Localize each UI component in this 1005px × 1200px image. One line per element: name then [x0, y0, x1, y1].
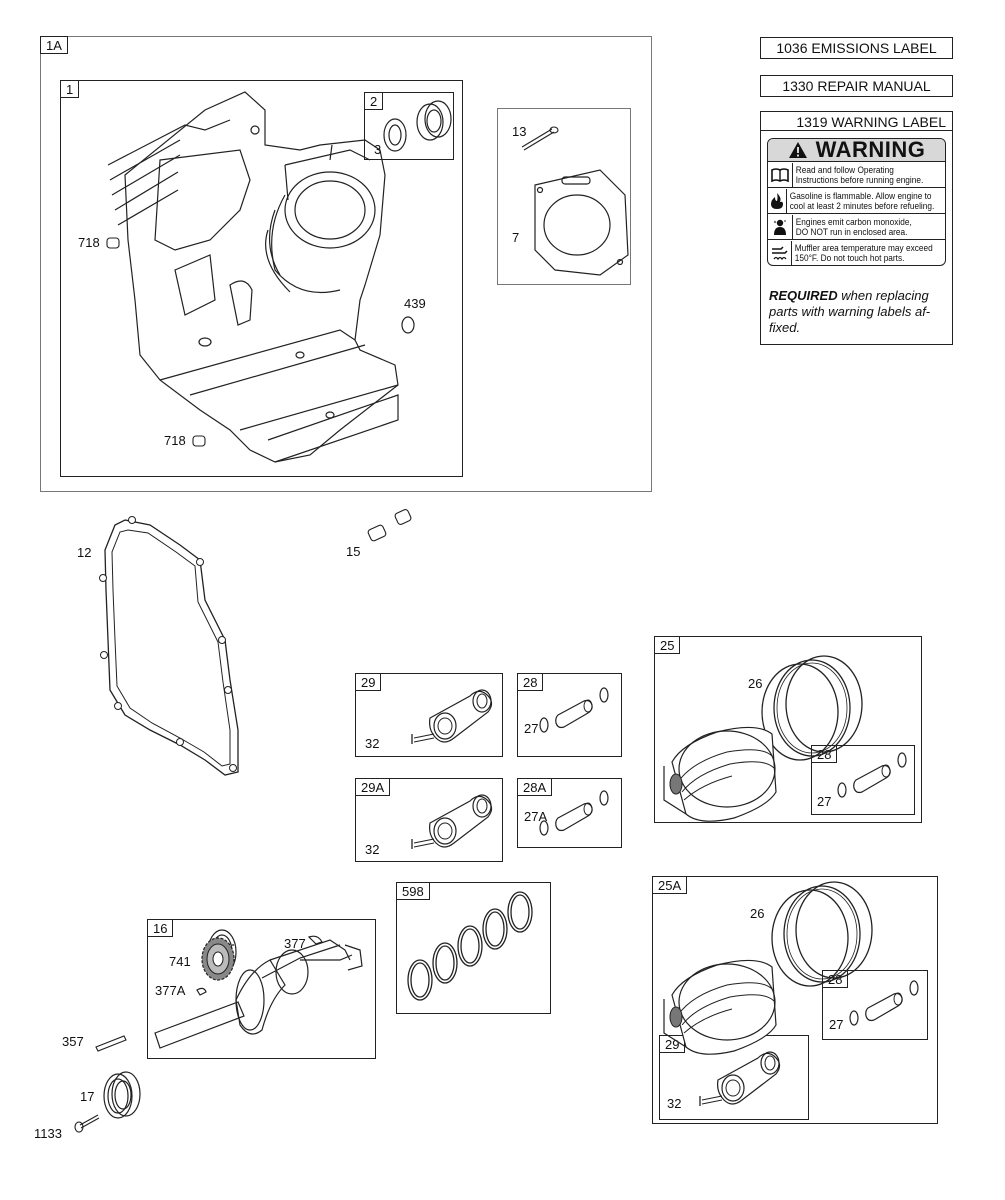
box-label: 25A	[652, 876, 688, 894]
assembly-box-29-piston-a: 29	[659, 1035, 809, 1120]
warning-text: cool at least 2 minutes before refueling…	[789, 200, 935, 211]
box-label: 2	[364, 92, 384, 110]
part-label: 32	[365, 736, 380, 751]
flame-icon	[768, 188, 787, 213]
part-label: 377	[284, 936, 306, 951]
head-gasket-box	[497, 108, 631, 285]
part-label: 13	[512, 124, 527, 139]
part-label: 439	[404, 296, 426, 311]
repair-manual-box: 1330 REPAIR MANUAL	[760, 75, 953, 97]
part-label: 26	[748, 676, 763, 691]
emissions-label-box: 1036 EMISSIONS LABEL	[760, 37, 953, 59]
assembly-box-1: 1	[60, 80, 463, 477]
warning-text: Muffler area temperature may exceed	[794, 242, 933, 253]
box-label: 1	[60, 80, 80, 98]
part-label: 27	[817, 794, 832, 809]
box-label: 29A	[355, 778, 391, 796]
warning-row: Engines emit carbon monoxide,DO NOT run …	[768, 214, 945, 240]
box-label: 1A	[40, 36, 68, 54]
warning-note-bold: REQUIRED	[769, 288, 838, 303]
box-label: 28A	[517, 778, 553, 796]
part-label: 3	[374, 142, 382, 157]
box-label: 16	[147, 919, 174, 937]
part-label: 27	[524, 721, 539, 736]
assembly-box-2: 2	[364, 92, 454, 160]
part-label: 377A	[155, 983, 186, 998]
assembly-box-28A: 28A	[517, 778, 622, 848]
warning-label-title: 1319 WARNING LABEL	[761, 112, 952, 131]
assembly-box-29A: 29A	[355, 778, 503, 862]
part-label: 32	[667, 1096, 682, 1111]
warning-heading: WARNING	[815, 138, 926, 162]
warning-text: DO NOT run in enclosed area.	[795, 226, 908, 237]
part-label: 26	[750, 906, 765, 921]
part-label: 718	[78, 235, 100, 250]
warning-text: Instructions before running engine.	[795, 174, 924, 185]
box-label: 28	[517, 673, 544, 691]
part-label: 27A	[524, 809, 548, 824]
warning-text: 150°F. Do not touch hot parts.	[794, 252, 905, 263]
book-icon	[768, 162, 793, 187]
part-label: 17	[80, 1089, 95, 1104]
alert-triangle-icon	[788, 142, 807, 158]
part-label: 7	[512, 230, 520, 245]
assembly-box-1A: 1A	[40, 36, 652, 492]
hot-surface-icon	[768, 240, 793, 265]
assembly-box-25A: 25A	[652, 876, 938, 1124]
box-label: 29	[355, 673, 382, 691]
part-label: 357	[62, 1034, 84, 1049]
gas-person-icon	[768, 214, 793, 239]
warning-note-text: when replacing parts with warning labels…	[769, 288, 931, 335]
part-label: 27	[829, 1017, 844, 1032]
warning-note: REQUIRED when replacing parts with warni…	[769, 288, 949, 336]
box-label: 598	[396, 882, 430, 900]
assembly-box-25: 25	[654, 636, 922, 823]
part-label: 741	[169, 954, 191, 969]
part-label: 12	[77, 545, 92, 560]
warning-text: Read and follow Operating	[795, 164, 894, 175]
assembly-box-29: 29	[355, 673, 503, 757]
warning-header: WARNING	[768, 139, 945, 162]
assembly-box-598: 598	[396, 882, 551, 1014]
warning-text: Engines emit carbon monoxide,	[795, 216, 912, 227]
assembly-box-28: 28	[517, 673, 622, 757]
warning-text: Gasoline is flammable. Allow engine to	[789, 190, 932, 201]
part-label: 1133	[34, 1126, 62, 1141]
box-label: 25	[654, 636, 681, 654]
warning-label-card: 1319 WARNING LABEL WARNING Read and foll…	[760, 111, 953, 345]
gear-741-icon	[201, 937, 235, 981]
part-label: 718	[164, 433, 186, 448]
part-label: 15	[346, 544, 361, 559]
part-label: 32	[365, 842, 380, 857]
assembly-box-16: 16	[147, 919, 376, 1059]
